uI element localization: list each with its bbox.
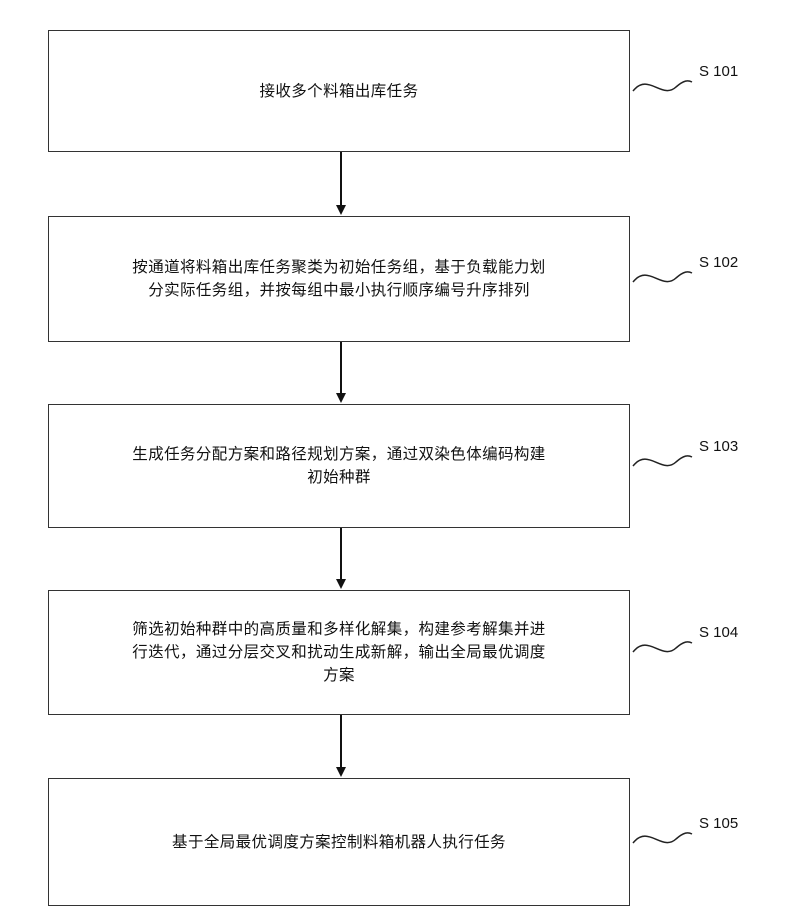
leader-s104 (633, 642, 692, 652)
step-label-s105: S 105 (699, 815, 738, 832)
step-label-s103: S 103 (699, 438, 738, 455)
leader-s103 (633, 456, 692, 466)
leader-s101 (633, 81, 692, 91)
leader-s105 (633, 833, 692, 843)
leader-s102 (633, 272, 692, 282)
step-label-s101: S 101 (699, 63, 738, 80)
step-label-s104: S 104 (699, 624, 738, 641)
step-label-s102: S 102 (699, 254, 738, 271)
